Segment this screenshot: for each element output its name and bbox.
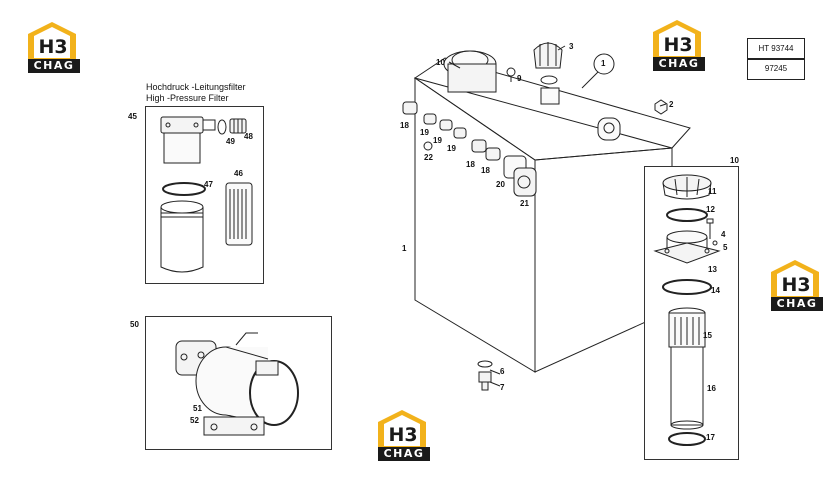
callout-19-b: 19	[433, 136, 442, 145]
callout-18-a: 18	[400, 121, 409, 130]
filter-title-de: Hochdruck -Leitungsfilter	[146, 82, 246, 92]
callout-20: 20	[496, 180, 505, 189]
callout-12: 12	[706, 205, 715, 214]
callout-14: 14	[711, 286, 720, 295]
high-pressure-filter-panel	[145, 106, 264, 284]
callout-6: 6	[500, 367, 505, 376]
callout-5: 5	[723, 243, 728, 252]
callout-19-a: 19	[420, 128, 429, 137]
house-roof-icon	[653, 20, 701, 58]
logo-mark: H3	[38, 36, 68, 58]
callout-1-ref: 1	[601, 59, 606, 68]
pump-panel-index: 50	[130, 320, 139, 329]
callout-18-c: 18	[481, 166, 490, 175]
chag-logo: H3 CHAG	[24, 22, 80, 74]
callout-49: 49	[226, 137, 235, 146]
logo-brand: CHAG	[771, 297, 823, 311]
logo-brand: CHAG	[653, 57, 705, 71]
callout-46: 46	[234, 169, 243, 178]
callout-9: 9	[517, 74, 522, 83]
filter-title-en: High -Pressure Filter	[146, 93, 229, 103]
callout-11: 11	[708, 187, 717, 196]
filter-panel-index: 45	[128, 112, 137, 121]
callout-10-top: 10	[436, 58, 445, 67]
callout-15: 15	[703, 331, 712, 340]
callout-16: 16	[707, 384, 716, 393]
callout-52: 52	[190, 416, 199, 425]
ref-code-primary: HT 93744	[747, 38, 805, 60]
pump-drawing	[175, 332, 299, 436]
callout-19-c: 19	[447, 144, 456, 153]
callout-3: 3	[569, 42, 574, 51]
filter-parts-drawing	[160, 116, 253, 273]
callout-2: 2	[669, 100, 674, 109]
callout-13: 13	[708, 265, 717, 274]
chag-logo: H3 CHAG	[649, 20, 705, 72]
callout-18-b: 18	[466, 160, 475, 169]
callout-7: 7	[500, 383, 505, 392]
callout-21: 21	[520, 199, 529, 208]
callout-51: 51	[193, 404, 202, 413]
house-roof-icon	[28, 22, 76, 60]
house-roof-icon	[771, 260, 819, 298]
house-roof-icon	[378, 410, 426, 448]
logo-brand: CHAG	[378, 447, 430, 461]
logo-mark: H3	[388, 424, 418, 446]
logo-mark: H3	[663, 34, 693, 56]
callout-4: 4	[721, 230, 726, 239]
logo-brand: CHAG	[28, 59, 80, 73]
chag-logo: H3 CHAG	[767, 260, 823, 312]
return-filter-panel	[644, 166, 739, 460]
callout-47: 47	[204, 180, 213, 189]
callout-1-tank: 1	[402, 244, 407, 253]
ref-code-secondary: 97245	[747, 58, 805, 80]
callout-22: 22	[424, 153, 433, 162]
tank-filter-panel-index: 10	[730, 156, 739, 165]
callout-17: 17	[706, 433, 715, 442]
return-filter-drawing	[653, 174, 721, 446]
logo-mark: H3	[781, 274, 811, 296]
pump-panel	[145, 316, 332, 450]
callout-48: 48	[244, 132, 253, 141]
chag-logo: H3 CHAG	[374, 410, 430, 462]
